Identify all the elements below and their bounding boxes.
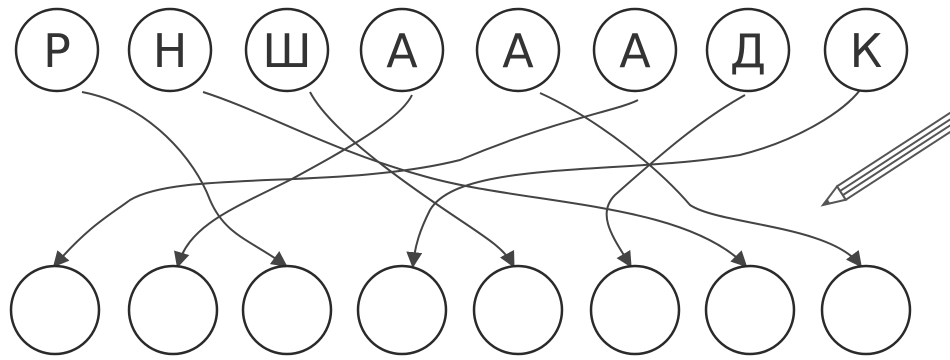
letter-circle: А [361, 9, 443, 91]
letter-circle: Н [129, 9, 211, 91]
letter-text: А [619, 24, 651, 78]
letter-text: Р [43, 24, 71, 78]
letter-text: А [386, 24, 418, 78]
answer-circle[interactable] [591, 266, 679, 354]
letter-text: Н [153, 24, 188, 78]
letter-text: К [850, 24, 883, 78]
letter-circle: Ш [246, 9, 328, 91]
letter-text: Д [730, 24, 766, 78]
answer-circle[interactable] [474, 266, 562, 354]
answer-circle[interactable] [11, 266, 99, 354]
letter-circle: Р [16, 9, 98, 91]
answer-row [11, 266, 910, 354]
letter-circle: К [825, 9, 907, 91]
connector-line-7 [607, 95, 745, 265]
letter-circle: А [594, 9, 676, 91]
connector-line-6 [55, 100, 638, 265]
letter-text: Ш [262, 24, 311, 78]
pencil-icon [819, 105, 950, 212]
answer-circle[interactable] [358, 266, 446, 354]
answer-circle[interactable] [243, 266, 331, 354]
answer-circle[interactable] [706, 266, 794, 354]
letter-circle: Д [707, 9, 789, 91]
letter-circle: А [477, 9, 559, 91]
letter-text: А [502, 24, 534, 78]
connector-line-3 [310, 92, 513, 265]
answer-circle[interactable] [822, 266, 910, 354]
connector-line-4 [178, 95, 412, 265]
connector-line-8 [413, 90, 860, 265]
answer-circle[interactable] [129, 266, 217, 354]
connector-line-5 [540, 93, 860, 265]
tangled-lines [55, 90, 860, 265]
connector-line-1 [82, 92, 285, 265]
